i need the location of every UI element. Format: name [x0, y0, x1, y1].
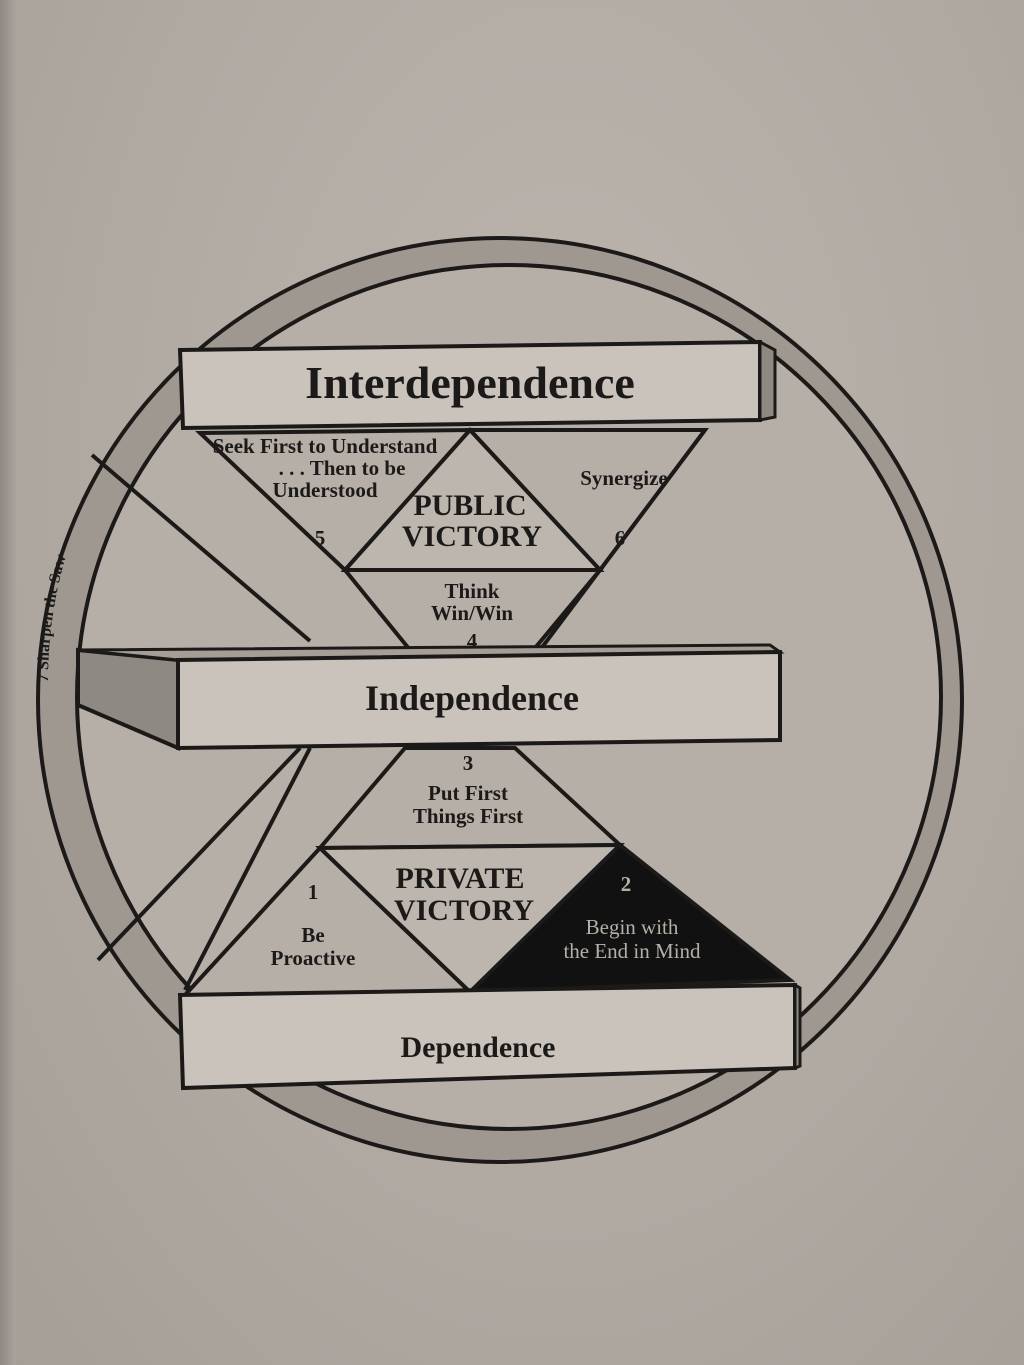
- habit-5-line-1: Seek First to Understand: [213, 434, 438, 458]
- private-victory-line-2: VICTORY: [394, 894, 534, 927]
- habit-1-line-1: Be: [301, 923, 324, 947]
- habit-5-line-2: . . . Then to be: [279, 456, 406, 480]
- habit-4-number: 4: [467, 629, 478, 653]
- habit-3-line-1: Put First: [428, 781, 508, 805]
- habit-3-number: 3: [463, 751, 474, 775]
- public-victory-line-2: VICTORY: [402, 520, 542, 553]
- private-victory-line-1: PRIVATE: [396, 862, 525, 895]
- habit-6-label: Synergize: [580, 466, 667, 490]
- habit-5-line-3: Understood: [272, 478, 377, 502]
- independence-board: [76, 643, 785, 752]
- habit-2-number: 2: [621, 872, 632, 896]
- private-victory-region: [180, 746, 796, 998]
- habit-1-line-2: Proactive: [271, 946, 356, 970]
- habit-2-line-2: the End in Mind: [563, 939, 701, 963]
- habit-4-line-1: Think: [445, 579, 500, 603]
- habit-5-number: 5: [315, 526, 326, 550]
- habit-1-number: 1: [308, 880, 319, 904]
- interdependence-board: [177, 339, 777, 431]
- habit-6-number: 6: [615, 526, 626, 550]
- interdependence-label: Interdependence: [305, 357, 635, 408]
- habit-2-line-1: Begin with: [586, 915, 679, 939]
- dependence-label: Dependence: [401, 1031, 556, 1064]
- habit-3-line-2: Things First: [413, 804, 523, 828]
- independence-label: Independence: [365, 678, 579, 718]
- public-victory-region: [195, 427, 709, 653]
- dependence-board: [177, 982, 802, 1091]
- public-victory-line-1: PUBLIC: [413, 489, 526, 522]
- habit-4-line-2: Win/Win: [431, 601, 513, 625]
- page-binding-edge: [0, 0, 16, 1365]
